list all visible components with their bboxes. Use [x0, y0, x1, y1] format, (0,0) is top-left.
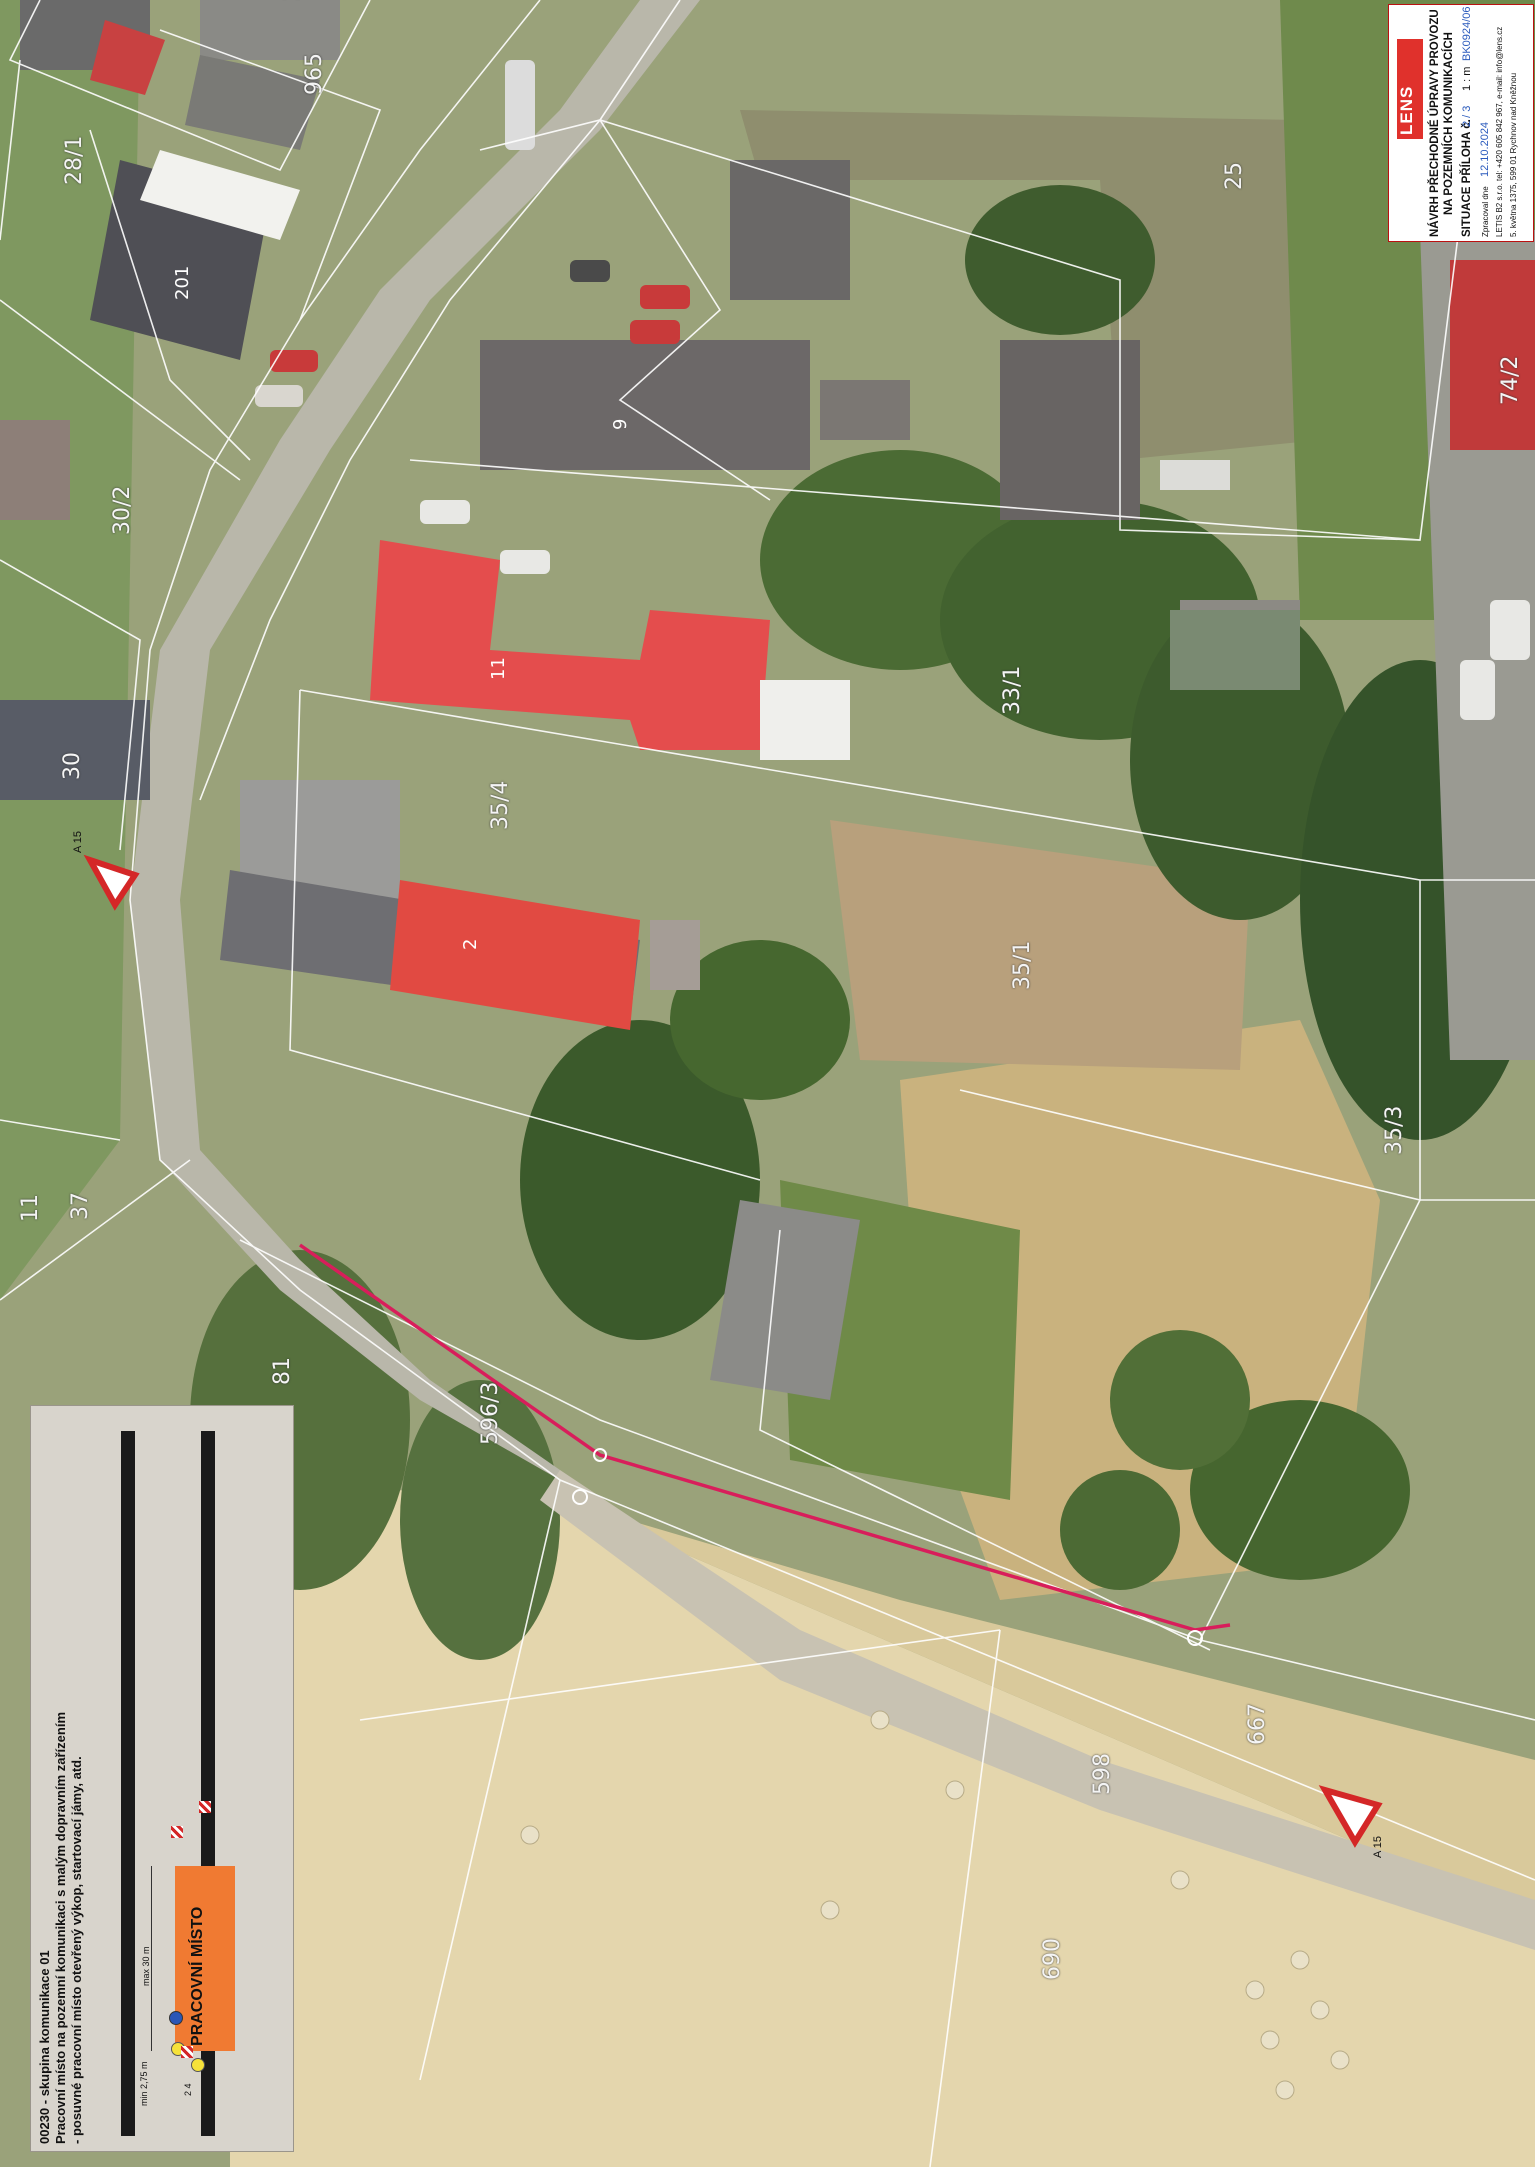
- scheme-sign-blue: [169, 2011, 183, 2025]
- scheme-barrier-1: [171, 1826, 183, 1838]
- path: [540, 1470, 1535, 1950]
- garden-plot: [830, 820, 1250, 1070]
- title-attachment: SITUACE PŘÍLOHA č.: [1461, 119, 1473, 237]
- building-25: [1000, 340, 1140, 520]
- legend-line-1: 00230 - skupina komunikace 01: [37, 1950, 52, 2144]
- traffic-scheme-legend: 00230 - skupina komunikace 01 Pracovní m…: [30, 1405, 294, 2152]
- warning-sign-top: [83, 854, 140, 911]
- plot-37: 37: [68, 1192, 93, 1220]
- field-harvested: [230, 1480, 1535, 2167]
- scheme-barrier-3: [181, 2046, 193, 2058]
- scheme-dim-line: [151, 1866, 152, 2051]
- plot-598: 598: [1090, 1753, 1115, 1795]
- hay-bales: [520, 1710, 1350, 2100]
- plot-2: 2: [460, 938, 481, 950]
- route-line: [298, 1243, 1231, 1632]
- plot-81: 81: [270, 1357, 295, 1385]
- parked-cars: [255, 60, 1530, 720]
- building-9: [480, 340, 810, 470]
- scheme-work-zone: [175, 1866, 235, 2051]
- building-965: [185, 55, 320, 150]
- plot-35-1: 35/1: [1010, 940, 1035, 990]
- title-prepared-label: Zpracoval dne: [1481, 186, 1490, 237]
- building-shed: [710, 1200, 860, 1400]
- scheme-light-2: [191, 2058, 205, 2072]
- plot-35-4: 35/4: [488, 780, 513, 830]
- plot-11-house: 11: [488, 657, 509, 680]
- scheme-barrier-2: [199, 1801, 211, 1813]
- scheme-dim-small: 2 4: [183, 2083, 193, 2096]
- plot-35-3: 35/3: [1382, 1105, 1407, 1155]
- plot-965: 965: [302, 53, 327, 95]
- building-2-red-roof: [390, 880, 640, 1030]
- title-prepared-date: 12.10.2024: [1479, 121, 1491, 177]
- scheme-work-zone-label: PRACOVNÍ MÍSTO: [189, 1906, 206, 2046]
- sign-label-bottom: A 15: [1372, 1835, 1384, 1858]
- plot-11: 11: [18, 1194, 43, 1222]
- building-11-red-roof: [370, 540, 770, 750]
- plot-74-2: 74/2: [1498, 355, 1523, 405]
- title-heading-1: NÁVRH PŘECHODNÉ ÚPRAVY PROVOZU: [1429, 9, 1441, 237]
- title-company-2: 5. května 1375, 599 01 Rychnov nad Kněžn…: [1509, 72, 1518, 237]
- plot-33-1: 33/1: [1000, 665, 1025, 715]
- legend-line-3: - posuvné pracovní místo otevřený výkop,…: [69, 1756, 84, 2144]
- company-logo: LENS: [1397, 39, 1423, 139]
- title-doc-id: BK0924/06: [1461, 6, 1473, 61]
- plot-9: 9: [610, 418, 631, 430]
- plot-596-3: 596/3: [478, 1381, 503, 1445]
- plot-25: 25: [1222, 162, 1247, 190]
- building-74-2: [1450, 260, 1535, 450]
- road: [130, 0, 700, 1480]
- title-company-1: LETIS B2 s.r.o. tel: +420 605 842 967, e…: [1495, 26, 1504, 237]
- plot-30: 30: [60, 752, 85, 780]
- plot-690: 690: [1040, 1938, 1065, 1980]
- title-attachment-no: 2 / 3: [1461, 105, 1473, 127]
- plot-28-1: 28/1: [62, 135, 87, 185]
- title-heading-2: NA POZEMNÍCH KOMUNIKACÍCH: [1443, 32, 1455, 215]
- title-block: LENS NÁVRH PŘECHODNÉ ÚPRAVY PROVOZU NA P…: [1388, 4, 1534, 242]
- warning-sign-bottom: [1318, 1785, 1383, 1848]
- title-scale: 1 : m: [1461, 66, 1473, 91]
- scheme-dim-max: max 30 m: [141, 1946, 151, 1986]
- scheme-dim-min: min 2,75 m: [139, 2061, 149, 2106]
- plot-667: 667: [1245, 1703, 1270, 1745]
- buildings: [0, 0, 1535, 1400]
- scheme-road-edge-left: [121, 1431, 135, 2136]
- field-rows: [740, 110, 1320, 460]
- sign-label-top: A 15: [72, 830, 84, 853]
- plot-30-2: 30/2: [110, 485, 135, 535]
- legend-line-2: Pracovní místo na pozemní komunikaci s m…: [53, 1711, 68, 2144]
- plot-201: 201: [172, 265, 193, 300]
